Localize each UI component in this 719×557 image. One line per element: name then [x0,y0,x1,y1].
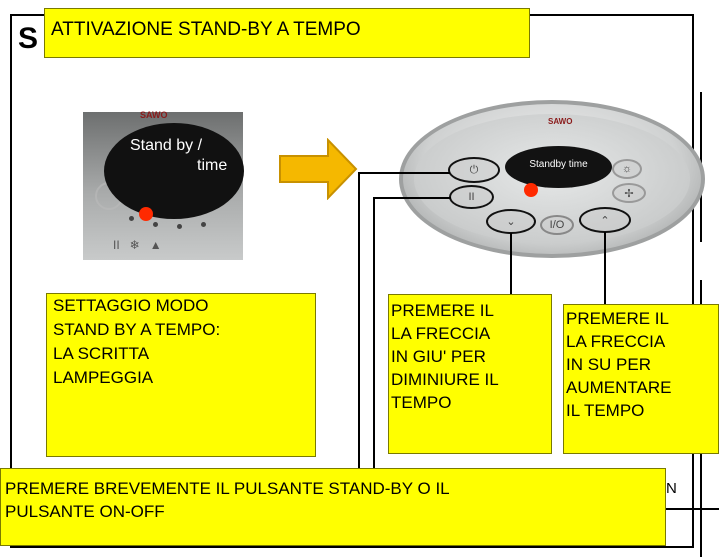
ion-button[interactable]: I/O [540,215,574,235]
standby-leader-h [358,172,450,174]
ion-icon: I/O [549,219,565,231]
up-leader [604,232,606,304]
right-divider-lower [700,454,702,557]
right-divider-middle [700,280,702,306]
partial-text-right: N [666,480,677,497]
title-callout: ATTIVAZIONE STAND-BY A TEMPO [44,8,530,58]
panel-indicator-dot [524,183,538,197]
light-icon: ☼ [621,163,633,175]
right-rule [666,508,719,510]
note-press-button: PREMERE BREVEMENTE IL PULSANTE STAND-BY … [0,468,666,546]
light-button[interactable]: ☼ [612,159,642,179]
fan-button[interactable]: ✢ [612,183,646,203]
power-icon: ⏻ [469,163,479,176]
standby-leader-v [358,172,360,468]
note-arrow-up: PREMERE IL LA FRECCIA IN SU PER AUMENTAR… [563,304,719,454]
arrow-down-icon: ⌄ [506,216,516,228]
small-indicator-dot [139,207,153,221]
arrow-up-button[interactable]: ⌃ [579,207,631,233]
right-arrow-icon [279,138,358,200]
small-display-line1: Stand by / [130,137,203,154]
small-display-line2: time [197,157,228,174]
down-leader [510,233,512,295]
heading-fragment: S [18,22,39,55]
power-button[interactable]: ⏻ [448,157,500,183]
standby-icon: II [468,191,475,203]
control-panel-brand: SAWO [548,117,573,126]
control-panel-display: Standby time [505,146,612,188]
note-arrow-down: PREMERE IL LA FRECCIA IN GIU' PER DIMINI… [388,294,552,454]
small-panel-display: Stand by / time [104,123,244,219]
note-setting-mode: SETTAGGIO MODO STAND BY A TEMPO: LA SCRI… [46,293,316,457]
arrow-down-button[interactable]: ⌄ [486,209,536,234]
fan-icon: ✢ [624,187,634,200]
small-panel-brand: SAWO [140,110,168,120]
arrow-up-icon: ⌃ [600,214,610,227]
standby-button[interactable]: II [449,185,494,209]
power-leader-v [373,197,375,468]
power-leader-h [373,197,451,199]
